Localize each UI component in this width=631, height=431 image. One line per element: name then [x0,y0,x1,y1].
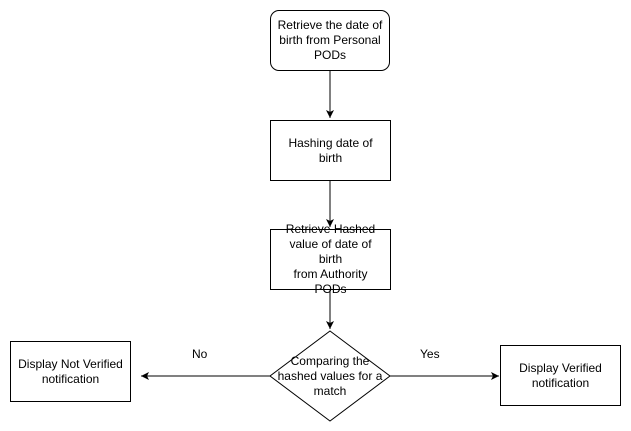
retrieve-dob-box: Retrieve the date of birth from Personal… [270,10,390,71]
compare-text: Comparing the hashed values for a match [277,353,383,398]
decision-diamond [269,330,391,422]
hashing-dob-box: Hashing date of birth [270,120,391,181]
not-verified-box: Display Not Verified notification [10,341,131,402]
no-label: No [192,347,208,361]
retrieve-hashed-box: Retrieve Hashed value of date of birth f… [270,222,391,296]
verified-box: Display Verified notification [500,345,621,406]
yes-label: Yes [420,347,440,361]
